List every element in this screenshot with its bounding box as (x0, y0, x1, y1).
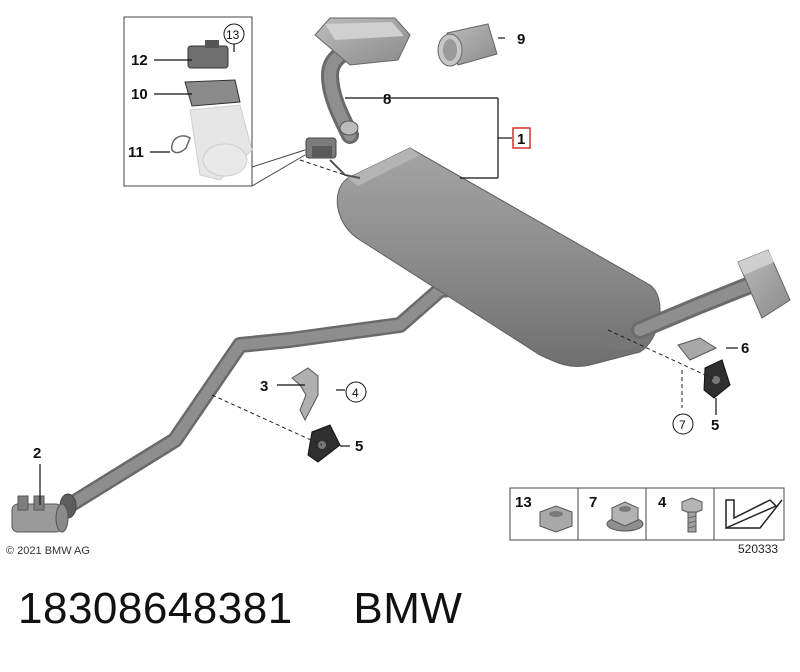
nut-icon (539, 505, 573, 533)
left-tailpipe (314, 17, 411, 144)
callout-13: 13 (226, 28, 240, 42)
part-number: 18308648381 (18, 584, 293, 633)
hanger-bracket-part (291, 367, 319, 422)
callout-3: 3 (260, 378, 268, 395)
fastener-legend: 13 7 4 520333 (509, 487, 785, 556)
callout-5-right: 5 (711, 417, 719, 434)
callout-7-circle (672, 413, 694, 435)
product-caption: 18308648381 BMW (18, 584, 462, 644)
flap-actuator (305, 137, 361, 179)
rubber-mount-left-part (307, 424, 341, 463)
legend-num-1: 7 (589, 494, 597, 511)
brand-name: BMW (353, 584, 463, 633)
diagram-number: 520333 (738, 542, 778, 556)
copyright-text: © 2021 BMW AG (6, 545, 90, 557)
inset-detail-box (123, 16, 306, 187)
callout-10: 10 (131, 86, 148, 103)
rubber-mount-right-part (703, 359, 731, 399)
clamp-part (11, 495, 69, 533)
exhaust-tip-part (437, 23, 498, 67)
right-tailpipe (631, 249, 791, 339)
callout-12: 12 (131, 52, 148, 69)
assembly-line (607, 329, 717, 381)
direction-arrow-icon (725, 499, 783, 530)
callout-1-highlight (512, 127, 531, 149)
callout-4-circle (345, 381, 367, 403)
callout-11: 11 (128, 144, 144, 161)
callout-5-left: 5 (355, 438, 363, 455)
bolt-icon (681, 497, 703, 533)
front-pipe (59, 280, 468, 519)
assembly-line (299, 159, 349, 177)
callout-9: 9 (517, 31, 525, 48)
callout-1: 1 (517, 131, 525, 148)
callout-13-circle (223, 23, 245, 45)
rear-muffler (336, 147, 661, 368)
legend-num-0: 13 (515, 494, 532, 511)
collar-nut-icon (606, 501, 644, 532)
callout-7: 7 (679, 418, 686, 432)
assembly-line (211, 394, 323, 446)
callout-8: 8 (383, 91, 391, 108)
callout-2: 2 (33, 445, 41, 462)
leader-lines (39, 37, 738, 505)
callout-4: 4 (352, 386, 359, 400)
exhaust-system-diagram: 8 1 9 12 10 11 13 2 3 4 5 6 7 5 © 2021 B… (6, 16, 791, 557)
callout-6: 6 (741, 340, 749, 357)
legend-num-2: 4 (658, 494, 667, 511)
hanger-bracket-right-part (677, 337, 718, 361)
